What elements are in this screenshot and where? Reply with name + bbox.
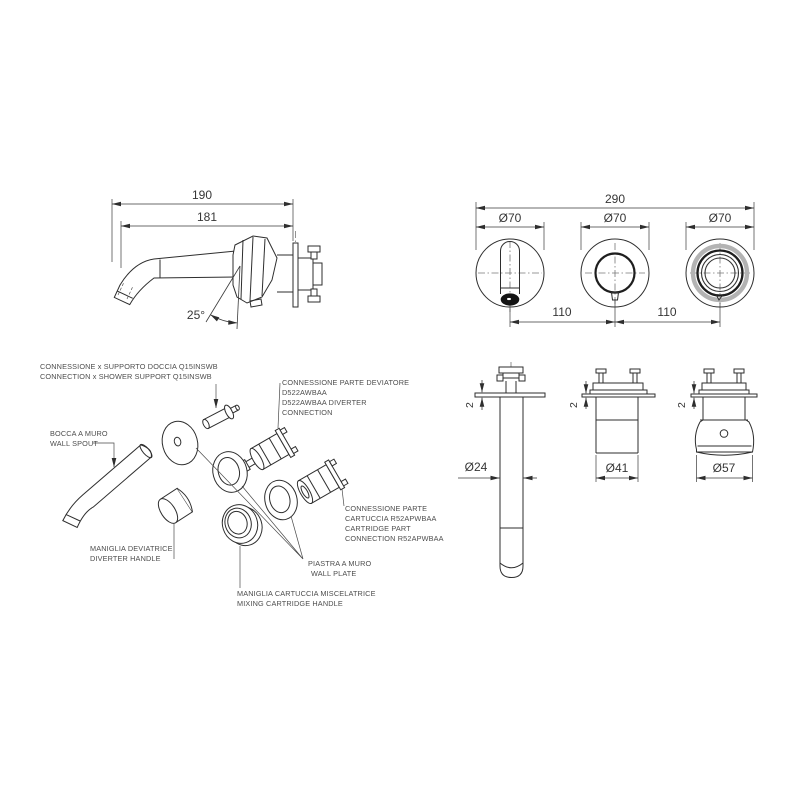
profile-mixing-handle: 2 Ø57 [676, 368, 758, 482]
svg-text:DIVERTER HANDLE: DIVERTER HANDLE [90, 554, 161, 563]
spout-profile [113, 250, 237, 306]
svg-text:CONNESSIONE PARTE: CONNESSIONE PARTE [345, 504, 427, 513]
label-diverter-connection: CONNESSIONE PARTE DEVIATORE D522AWBAA D5… [282, 378, 409, 417]
label-wall-spout: BOCCA A MURO WALL SPOUT [50, 429, 108, 448]
dim-mixer-plate-thickness: 2 [676, 402, 688, 408]
profile-spout: 2 Ø24 [458, 362, 546, 579]
label-mixing-handle: MANIGLIA CARTUCCIA MISCELATRICE MIXING C… [237, 589, 376, 608]
dim-spout-angle: 25° [187, 308, 205, 322]
dim-diverter-plate-thickness: 2 [568, 402, 580, 408]
svg-text:D522AWBAA: D522AWBAA [282, 388, 327, 397]
svg-text:BOCCA A MURO: BOCCA A MURO [50, 429, 108, 438]
label-cartridge-connection: CONNESSIONE PARTE CARTUCCIA R52APWBAA CA… [345, 504, 444, 543]
svg-text:CONNESSIONE PARTE DEVIATORE: CONNESSIONE PARTE DEVIATORE [282, 378, 409, 387]
svg-text:CONNECTION: CONNECTION [282, 408, 333, 417]
exploded-view: CONNESSIONE x SUPPORTO DOCCIA Q15INSWB C… [40, 362, 444, 608]
label-wall-plate: PIASTRA A MURO WALL PLATE [308, 559, 372, 578]
diverter-handle-part [157, 487, 194, 524]
dim-spacing-right: 110 [657, 305, 676, 319]
dim-spout-total: 190 [192, 188, 212, 202]
dim-plate-mid: Ø70 [604, 211, 627, 225]
front-spout-plate [475, 238, 545, 312]
svg-text:D522AWBAA DIVERTER: D522AWBAA DIVERTER [282, 398, 367, 407]
mixing-handle-part [221, 504, 263, 547]
svg-text:CARTUCCIA R52APWBAA: CARTUCCIA R52APWBAA [345, 514, 437, 523]
svg-text:CONNESSIONE x SUPPORTO DOCCIA: CONNESSIONE x SUPPORTO DOCCIA Q15INSWB [40, 362, 218, 371]
svg-text:MANIGLIA DEVIATRICE: MANIGLIA DEVIATRICE [90, 544, 173, 553]
wall-spout-part [62, 443, 153, 529]
svg-text:WALL SPOUT: WALL SPOUT [50, 439, 98, 448]
dim-front-total: 290 [605, 192, 625, 206]
dim-plate-left: Ø70 [499, 211, 522, 225]
dim-spout-length: 181 [197, 210, 217, 224]
dim-plate-right: Ø70 [709, 211, 732, 225]
label-diverter-handle: MANIGLIA DEVIATRICE DIVERTER HANDLE [90, 544, 173, 563]
dim-spout-diameter: Ø24 [465, 460, 488, 474]
svg-text:MANIGLIA CARTUCCIA MISCELATRIC: MANIGLIA CARTUCCIA MISCELATRICE [237, 589, 376, 598]
shower-connection-part [202, 404, 240, 430]
spout-side-view: 190 181 [111, 188, 323, 330]
label-shower-connection: CONNESSIONE x SUPPORTO DOCCIA Q15INSWB C… [40, 362, 218, 381]
svg-text:WALL PLATE: WALL PLATE [311, 569, 356, 578]
profile-diverter-handle: 2 Ø41 [568, 368, 656, 482]
svg-text:PIASTRA A MURO: PIASTRA A MURO [308, 559, 372, 568]
dim-diverter-diameter: Ø41 [606, 461, 629, 475]
escutcheon-ring-1 [212, 451, 248, 493]
dim-mixer-diameter: Ø57 [713, 461, 736, 475]
svg-text:CARTRIDGE PART: CARTRIDGE PART [345, 524, 411, 533]
dim-spout-plate-thickness: 2 [464, 402, 476, 408]
leader-lines [93, 382, 345, 588]
wall-plate-disc [161, 420, 199, 466]
wall-plate-edge [277, 231, 323, 308]
spout-angle: 25° [187, 265, 241, 330]
svg-text:CONNECTION x SHOWER SUPPORT Q1: CONNECTION x SHOWER SUPPORT Q15INSWB [40, 372, 212, 381]
profile-views: 2 Ø24 2 Ø41 [458, 362, 758, 579]
front-view: 290 Ø70 Ø70 Ø70 [475, 192, 755, 327]
dim-spacing-left: 110 [552, 305, 571, 319]
mixing-cartridge-part [296, 458, 349, 504]
front-diverter-plate [580, 238, 650, 308]
svg-text:MIXING CARTRIDGE HANDLE: MIXING CARTRIDGE HANDLE [237, 599, 343, 608]
escutcheon-ring-2 [264, 479, 298, 521]
spout-body [232, 235, 278, 308]
svg-text:CONNECTION R52APWBAA: CONNECTION R52APWBAA [345, 534, 444, 543]
front-mixer-plate [685, 238, 755, 308]
